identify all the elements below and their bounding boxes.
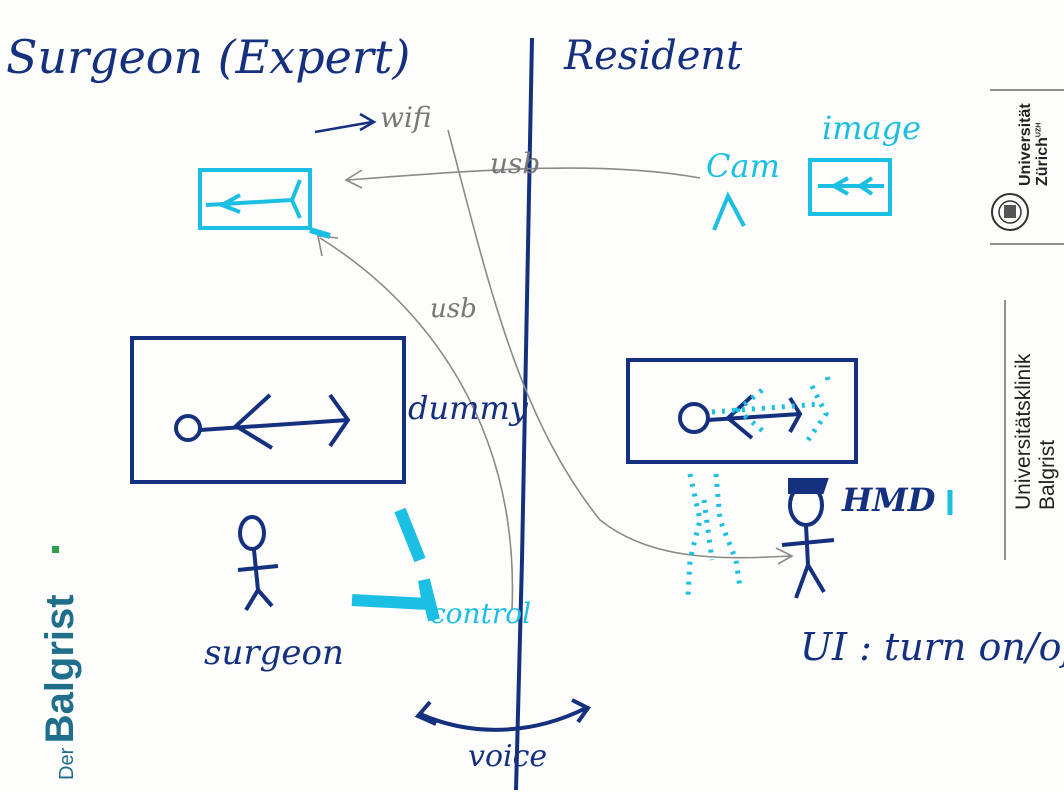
usb-middle-cable xyxy=(317,235,514,611)
balgrist-clinic-line2: Balgrist xyxy=(1036,439,1060,510)
resident-figure xyxy=(781,478,835,599)
hmd-label: HMD xyxy=(842,481,936,519)
wifi-arrow xyxy=(314,112,377,134)
balgrist-clinic-name: Universitätsklinik Balgrist xyxy=(1012,354,1060,510)
der-prefix: Der xyxy=(56,747,78,780)
wifi-label: wifi xyxy=(380,101,432,134)
resident-dotted-overlay xyxy=(685,371,831,597)
wifi-to-hmd-cable xyxy=(447,129,794,565)
uzh-name-line2: Zürich xyxy=(1033,137,1051,186)
usb-top-label: usb xyxy=(490,147,541,180)
resident-image-icon xyxy=(808,158,892,216)
voice-arrow xyxy=(414,698,591,732)
balgrist-clinic-line1: Universitätsklinik xyxy=(1012,353,1035,510)
uzh-name-line1: Universität xyxy=(1017,103,1034,186)
surgeon-dummy-box xyxy=(130,336,406,484)
control-label: control xyxy=(430,597,532,630)
divider-line xyxy=(514,37,534,791)
control-pedal-icon xyxy=(351,507,440,622)
surgeon-label: surgeon xyxy=(204,633,344,673)
resident-dummy-box xyxy=(626,358,858,464)
usb-middle-label: usb xyxy=(430,294,477,324)
cam-icon xyxy=(712,191,746,231)
balgrist-brand: Balgrist xyxy=(38,594,82,744)
dummy-label: dummy xyxy=(408,389,528,427)
uzh-name: Universität ZürichUZH xyxy=(1017,103,1052,186)
surgeon-figure xyxy=(237,515,279,612)
uzh-seal-icon xyxy=(991,193,1029,231)
balgrist-accent-dot xyxy=(52,546,59,553)
usb-top-cable xyxy=(344,167,701,189)
image-label: image xyxy=(822,109,922,147)
voice-label: voice xyxy=(468,739,548,774)
ui-label: UI : turn on/off xyxy=(800,625,1064,669)
surgeon-display-icon xyxy=(198,168,331,239)
resident-side-title: Resident xyxy=(564,33,743,79)
surgeon-side-title: Surgeon (Expert) xyxy=(6,30,411,84)
der-balgrist-logo: Der Balgrist xyxy=(38,594,83,780)
cam-label: Cam xyxy=(706,147,780,185)
uzh-superscript: UZH xyxy=(1035,122,1043,138)
